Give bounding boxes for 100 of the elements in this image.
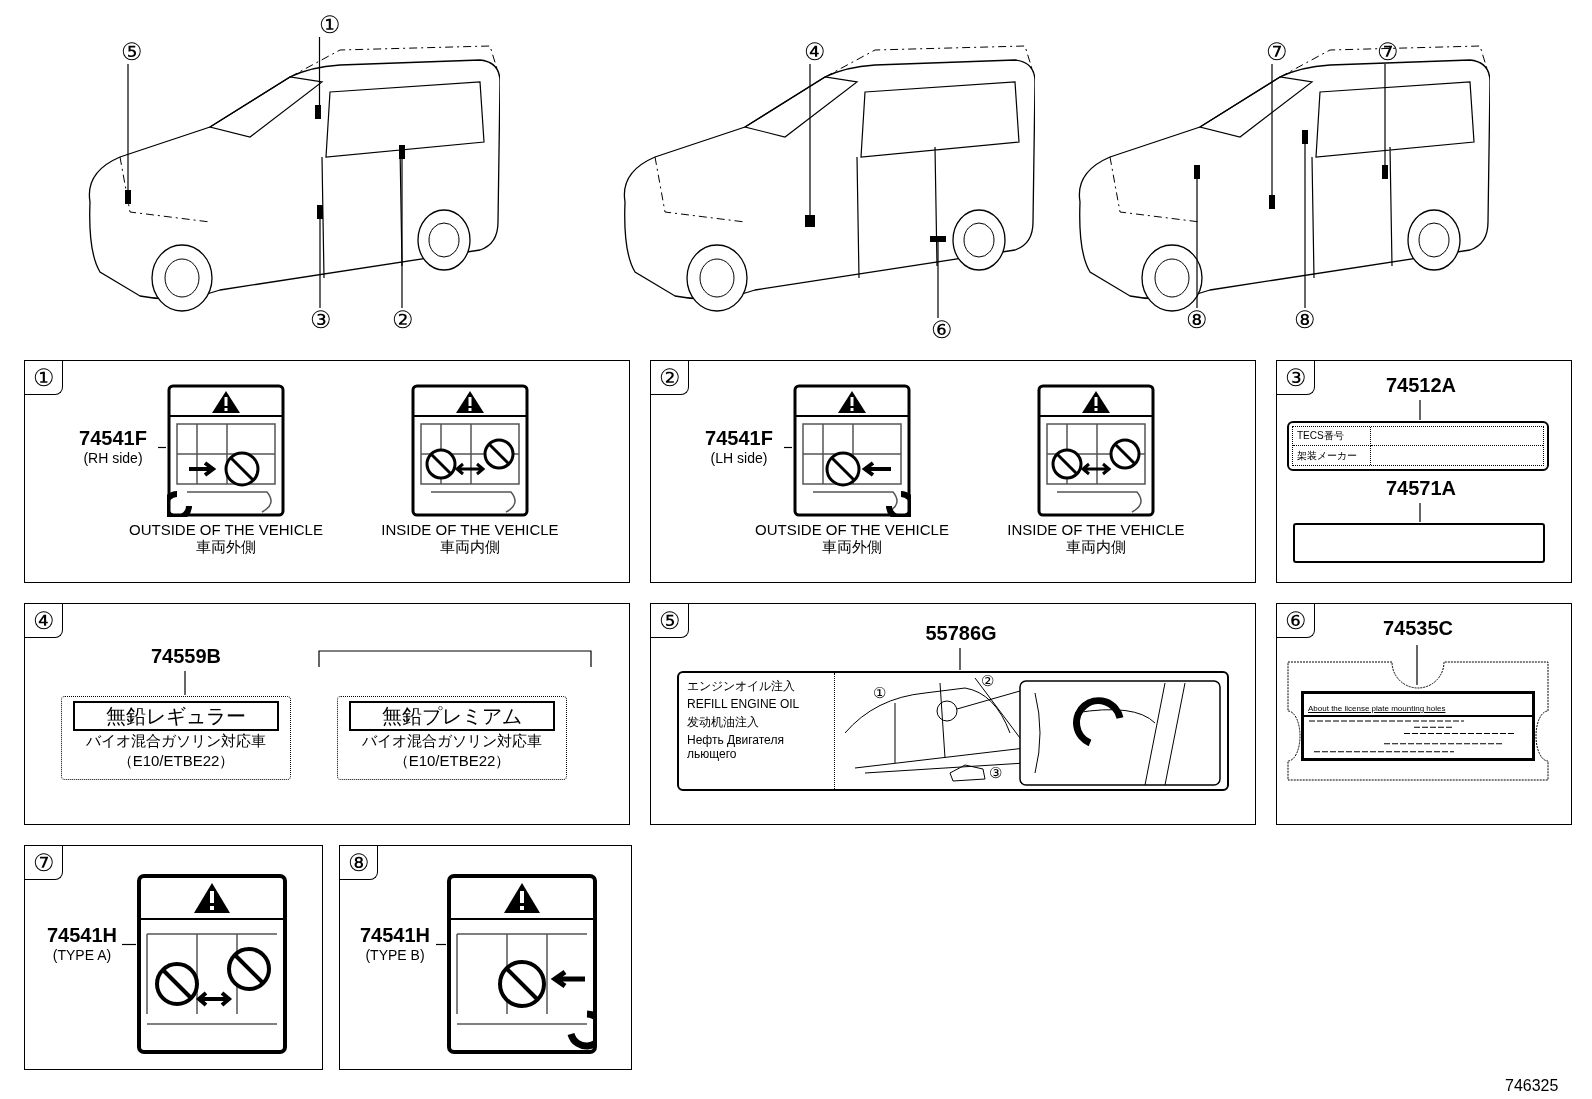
node-label: 車両内側 xyxy=(1066,538,1126,555)
part-number: 74541F xyxy=(705,426,773,450)
oil-label xyxy=(677,671,1229,791)
license-plate-sticker xyxy=(1287,661,1549,781)
callout-number: ③ xyxy=(309,308,333,332)
warning-sticker xyxy=(1037,384,1155,517)
part-number: 55786G xyxy=(925,621,997,645)
label-sticker xyxy=(1287,421,1549,471)
fuel-type-text: 無鉛レギュラー xyxy=(73,701,279,731)
node-label: 車両外側 xyxy=(196,538,256,555)
panel-number: ⑧ xyxy=(340,846,378,880)
callout-number: ① xyxy=(873,685,886,700)
drawing-number: 746325 xyxy=(1505,1076,1559,1096)
leader-line xyxy=(1419,502,1421,523)
panel-number: ⑥ xyxy=(1277,604,1315,638)
fuel-type-text: 無鉛プレミアム xyxy=(349,701,555,731)
parts-panel xyxy=(650,603,1256,825)
label-mark xyxy=(399,145,405,159)
leader-line xyxy=(435,943,447,946)
leader-line xyxy=(959,647,961,671)
part-number: 74541F xyxy=(79,426,147,450)
part-note: (TYPE B) xyxy=(365,947,425,963)
part-number: 74571A xyxy=(1385,476,1457,500)
leader-line xyxy=(809,63,811,216)
parts-panel xyxy=(1276,360,1572,583)
parts-panel xyxy=(1276,603,1572,825)
panel-number: ④ xyxy=(25,604,63,638)
leader-line xyxy=(157,446,167,449)
label-mark xyxy=(1194,165,1200,179)
node-label: 車両外側 xyxy=(822,538,882,555)
callout-number: ② xyxy=(981,673,994,688)
parts-panel xyxy=(650,360,1256,583)
label-mark xyxy=(1302,130,1308,144)
warning-sticker xyxy=(447,874,597,1054)
leader-line xyxy=(1304,143,1306,309)
part-number: 74541H xyxy=(46,923,118,947)
instruction-text: エンジンオイル注入 xyxy=(687,679,796,693)
panel-number: ③ xyxy=(1277,361,1315,395)
leader-line xyxy=(401,158,403,309)
callout-number: ③ xyxy=(989,765,1002,780)
callout-number: ① xyxy=(318,13,342,37)
label-mark xyxy=(930,236,946,242)
leader-line xyxy=(783,446,793,449)
part-number: 74535C xyxy=(1382,616,1454,640)
panel-number: ② xyxy=(651,361,689,395)
table-cell-text: 架装メーカー xyxy=(1293,446,1371,465)
callout-number: ② xyxy=(391,308,415,332)
fuel-note: （E10/ETBE22） xyxy=(117,751,235,771)
callout-number: ⑤ xyxy=(120,40,144,64)
part-note: (TYPE A) xyxy=(52,947,112,963)
node-label: INSIDE OF THE VEHICLE xyxy=(1007,521,1185,538)
table-cell-text: TECS番号 xyxy=(1293,427,1371,446)
parts-panel xyxy=(24,360,630,583)
instruction-text: REFILL ENGINE OIL xyxy=(687,697,801,711)
leader-line xyxy=(1419,399,1421,421)
leader-line xyxy=(127,63,129,191)
label-mark xyxy=(1269,195,1275,209)
leader-line xyxy=(1196,178,1198,309)
instruction-text: 发动机油注入 xyxy=(687,715,760,729)
leader-line xyxy=(184,670,186,696)
parts-panel xyxy=(24,603,630,825)
panel-number: ⑦ xyxy=(25,846,63,880)
warning-sticker xyxy=(137,874,287,1054)
panel-number: ⑤ xyxy=(651,604,689,638)
leader-line xyxy=(1384,63,1386,166)
callout-number: ⑥ xyxy=(930,318,954,342)
parts-panel xyxy=(24,845,323,1070)
leader-line xyxy=(121,943,137,946)
leader-line xyxy=(937,241,939,319)
parts-panel xyxy=(339,845,632,1070)
label-mark xyxy=(317,205,323,219)
fuel-note: バイオ混合ガソリン対応車 xyxy=(86,731,266,751)
instruction-text: Нефть Двигателя льющего xyxy=(687,733,785,761)
label-mark xyxy=(125,190,131,204)
part-number: 74512A xyxy=(1385,373,1457,397)
node-label: INSIDE OF THE VEHICLE xyxy=(381,521,559,538)
node-label: OUTSIDE OF THE VEHICLE xyxy=(129,521,323,538)
warning-sticker xyxy=(793,384,911,517)
callout-number: ⑧ xyxy=(1185,308,1209,332)
fuel-note: （E10/ETBE22） xyxy=(393,751,511,771)
callout-number: ⑦ xyxy=(1376,40,1400,64)
leader-line xyxy=(319,218,321,309)
part-number: 74541H xyxy=(359,923,431,947)
node-label: OUTSIDE OF THE VEHICLE xyxy=(755,521,949,538)
warning-sticker xyxy=(167,384,285,517)
callout-number: ⑧ xyxy=(1293,308,1317,332)
warning-sticker xyxy=(411,384,529,517)
part-note: (LH side) xyxy=(710,450,768,466)
callout-number: ⑦ xyxy=(1265,40,1289,64)
leader-line xyxy=(1416,644,1418,686)
label-mark xyxy=(1382,165,1388,179)
part-note: (RH side) xyxy=(83,450,143,466)
callout-number: ④ xyxy=(803,40,827,64)
part-number: 74559B xyxy=(150,644,222,668)
fuel-note: バイオ混合ガソリン対応車 xyxy=(362,731,542,751)
panel-number: ① xyxy=(25,361,63,395)
leader-line xyxy=(1271,63,1273,196)
label-mark xyxy=(805,215,815,227)
leader-line xyxy=(318,36,321,106)
node-label: 車両内側 xyxy=(440,538,500,555)
